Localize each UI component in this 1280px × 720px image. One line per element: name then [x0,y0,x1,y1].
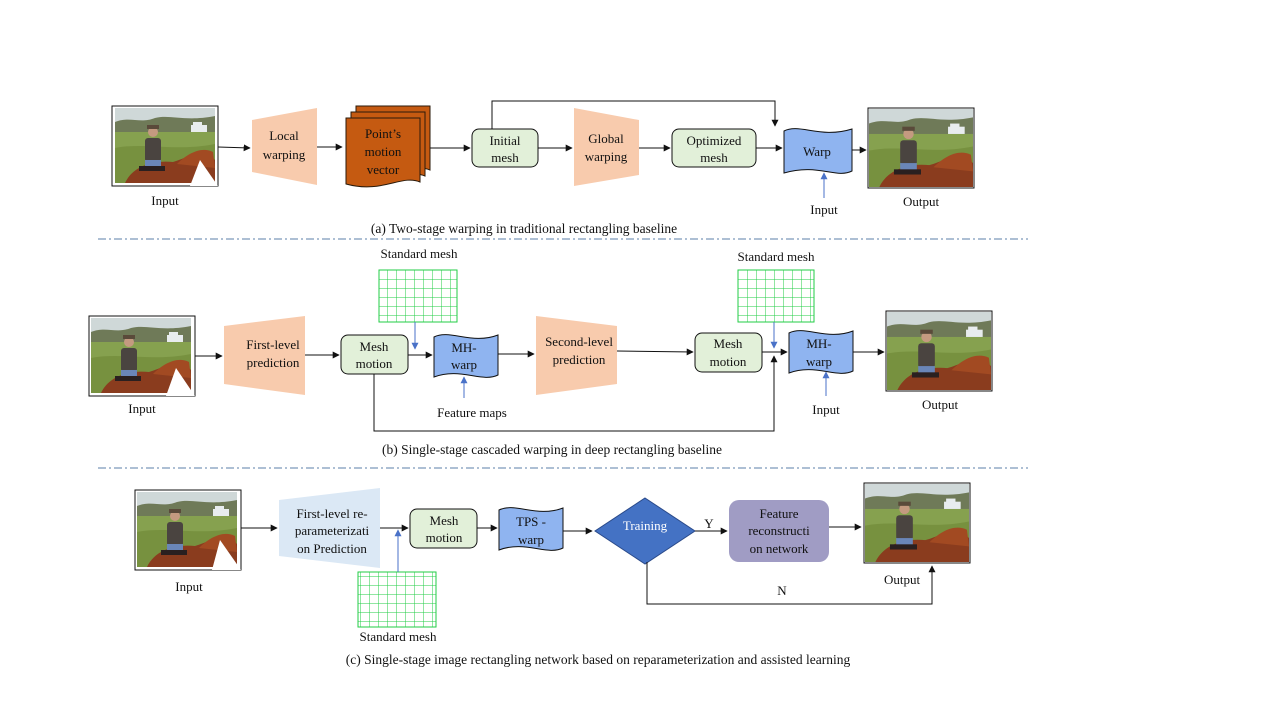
skip-connection-arrow [491,100,779,129]
arrow [616,348,694,356]
no-label: N [777,583,787,598]
mh-warp-b2-line1: MH- [806,336,831,351]
global-warping-line1: Global [588,131,624,146]
local-warping-line1: Local [269,128,299,143]
global-warping-block: Global warping [574,108,639,186]
mesh-motion-b1-line2: motion [356,356,393,371]
motion-vector-line1: Point’s [365,126,401,141]
reparam-line2: parameterizati [295,523,370,538]
skip-connection-arrow-b [373,355,778,432]
output-image-b [885,310,993,392]
yes-label: Y [704,516,714,531]
output-image-a [867,107,975,189]
motion-vector-stack: Point’s motion vector [345,105,431,188]
first-level-line2: prediction [247,355,300,370]
standard-mesh-label-c: Standard mesh [360,629,437,644]
local-warping-block: Local warping [252,108,317,185]
output-label-b: Output [922,397,959,412]
training-decision-diamond: Training [594,497,696,565]
first-level-line1: First-level [246,337,300,352]
output-label-c: Output [884,572,921,587]
standard-mesh-grid-c [357,571,437,628]
warp-label-a: Warp [803,144,831,159]
feature-recon-line1: Feature [760,506,799,521]
reparameterization-prediction-block: First-level re- parameterizati on Predic… [279,488,380,568]
mh-warp-b1-line1: MH- [451,340,476,355]
output-label-a: Output [903,194,940,209]
input-label-b: Input [128,401,156,416]
mh-warp-block-b1: MH- warp [433,334,499,378]
input-image-b [88,315,196,397]
mesh-motion-box-c: Mesh motion [409,508,478,549]
global-warping-line2: warping [585,149,628,164]
second-level-prediction-block: Second-level prediction [536,316,617,395]
initial-mesh-line1: Initial [489,133,520,148]
standard-mesh-label-b2: Standard mesh [738,249,815,264]
initial-mesh-box: Initial mesh [471,128,539,168]
reparam-line1: First-level re- [296,506,367,521]
feature-reconstruction-box: Feature reconstructi on network [729,500,829,562]
feature-recon-line2: reconstructi [748,523,810,538]
mesh-motion-b2-line2: motion [710,354,747,369]
local-warping-line2: warping [263,147,306,162]
mesh-motion-c-line1: Mesh [430,513,459,528]
input-label-c: Input [175,579,203,594]
motion-vector-line3: vector [367,162,400,177]
optimized-mesh-line1: Optimized [687,133,742,148]
mh-warp-b1-line2: warp [451,357,477,372]
row-c: Input First-level re- parameterizati on … [134,482,971,667]
mh-warp-b2-line2: warp [806,354,832,369]
input-image-c [134,489,242,571]
warp-block-a: Warp [783,128,853,174]
mesh-motion-b1-line1: Mesh [360,339,389,354]
standard-mesh-grid-b2 [737,269,815,323]
feature-maps-label: Feature maps [437,405,507,420]
input-image-a [111,105,219,187]
mesh-motion-c-line2: motion [426,530,463,545]
caption-c: (c) Single-stage image rectangling netwo… [346,652,851,667]
row-b: Input First-level prediction Mesh motion… [88,246,993,457]
reparam-line3: on Prediction [297,541,367,556]
caption-b: (b) Single-stage cascaded warping in dee… [382,442,722,457]
arrow [217,144,251,152]
initial-mesh-line2: mesh [491,150,519,165]
warp-input-label-b: Input [812,402,840,417]
mesh-motion-box-b2: Mesh motion [694,332,763,373]
row-a: Input Local warping Point’s motion vecto… [111,100,975,236]
standard-mesh-grid-b1 [378,269,458,323]
optimized-mesh-line2: mesh [700,150,728,165]
mh-warp-block-b2: MH- warp [788,330,854,374]
input-label-a: Input [151,193,179,208]
training-label: Training [623,518,668,533]
output-image-c [863,482,971,564]
no-branch-arrow [646,562,936,605]
tps-warp-line2: warp [518,532,544,547]
caption-a: (a) Two-stage warping in traditional rec… [371,221,677,236]
standard-mesh-label-b1: Standard mesh [381,246,458,261]
optimized-mesh-box: Optimized mesh [671,128,757,168]
mesh-motion-b2-line1: Mesh [714,336,743,351]
feature-recon-line3: on network [750,541,809,556]
second-level-line2: prediction [553,352,606,367]
warp-input-label-a: Input [810,202,838,217]
motion-vector-line2: motion [365,144,402,159]
second-level-line1: Second-level [545,334,613,349]
first-level-prediction-block: First-level prediction [224,316,305,395]
tps-warp-block: TPS - warp [498,507,564,551]
tps-warp-line1: TPS - [516,514,546,529]
mesh-motion-box-b1: Mesh motion [340,334,409,375]
